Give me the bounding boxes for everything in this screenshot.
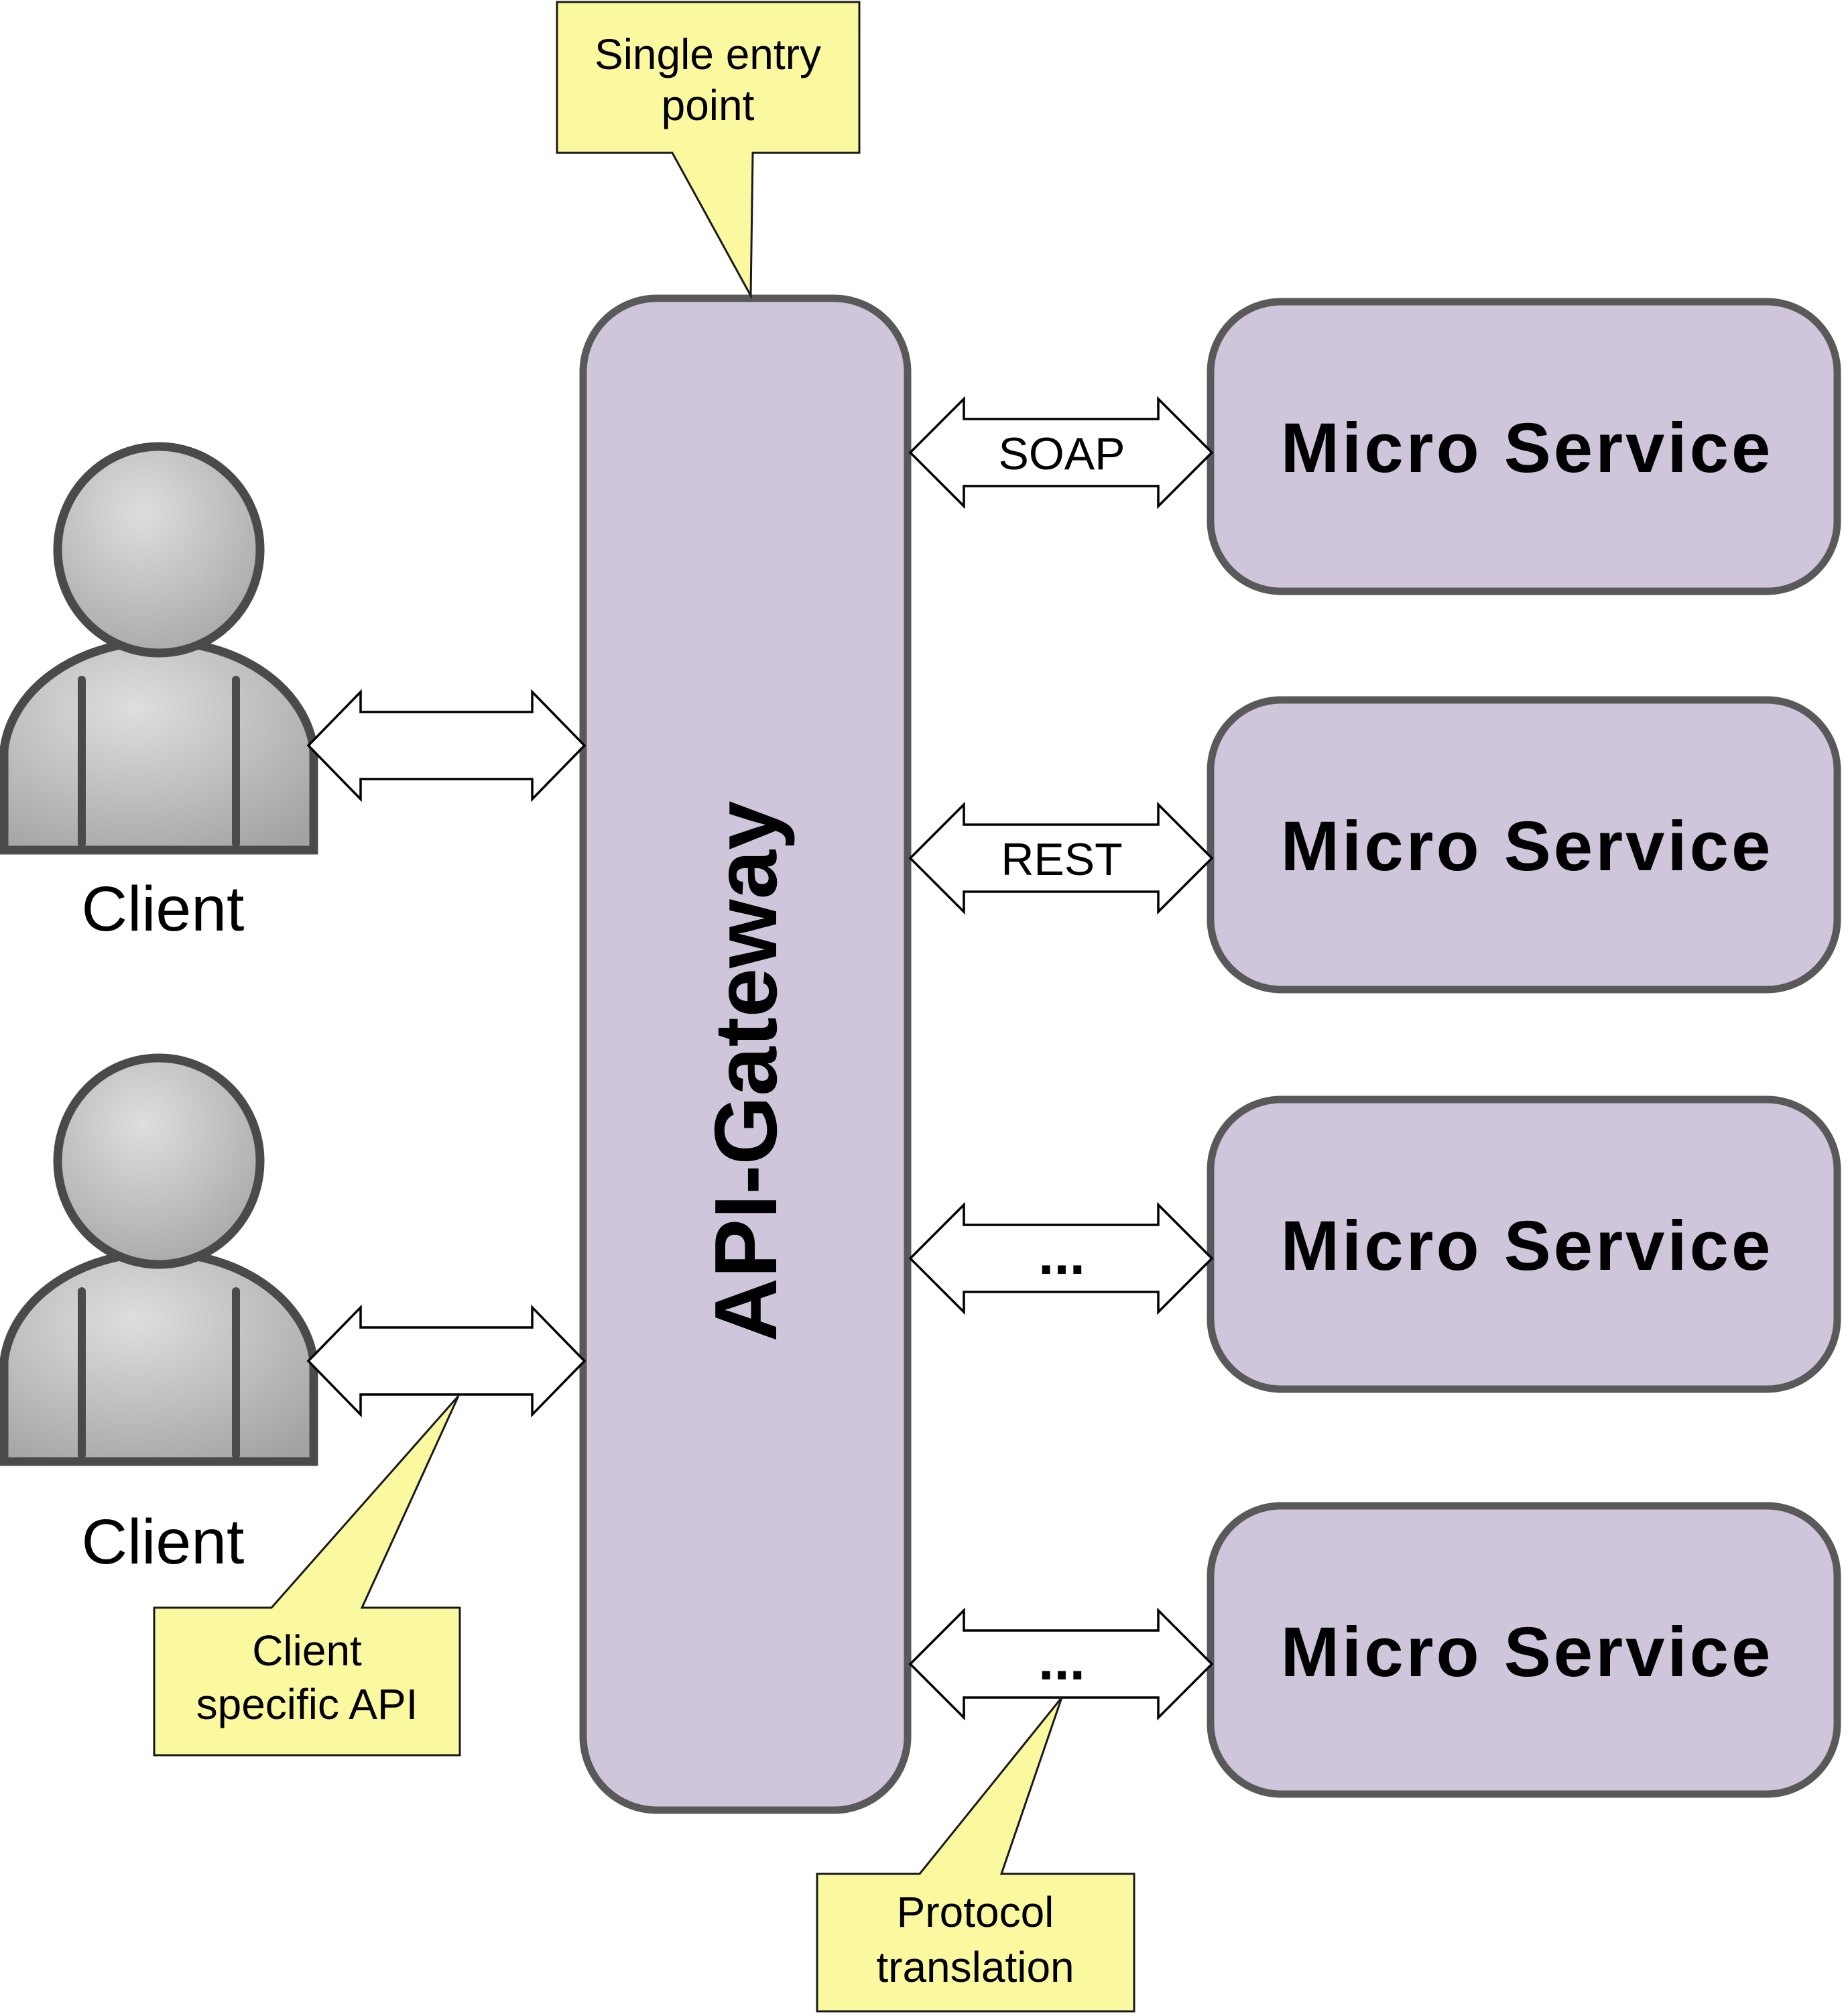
client-2-label: Client <box>82 1506 245 1578</box>
micro-service-node-3 <box>1207 1095 1841 1393</box>
gateway-service-1-arrow <box>908 396 1214 510</box>
client-1-gateway-arrow <box>306 689 587 803</box>
client-specific-api-callout <box>153 1395 461 1757</box>
micro-service-label-1: Micro Service <box>1281 409 1774 487</box>
protocol-translation-line2: translation <box>876 1943 1074 1991</box>
micro-service-label-3: Micro Service <box>1281 1207 1774 1285</box>
client-specific-api-line1: Client <box>252 1626 362 1675</box>
gateway-service-4-arrow <box>908 1607 1214 1721</box>
micro-service-label-4: Micro Service <box>1281 1613 1774 1692</box>
soap-arrow-label: SOAP <box>999 428 1125 479</box>
api-gateway-label: API-Gateway <box>696 801 795 1342</box>
api-gateway-node <box>579 294 912 1814</box>
client-1-person-icon <box>4 447 314 850</box>
single-entry-point-callout <box>556 1 861 300</box>
micro-service-label-2: Micro Service <box>1281 807 1774 886</box>
micro-service-node-1 <box>1207 298 1841 595</box>
dots-arrow-label-top: ... <box>1038 1223 1085 1286</box>
client-2-gateway-arrow <box>306 1304 587 1418</box>
client-1-label: Client <box>82 874 245 945</box>
micro-service-node-4 <box>1207 1502 1841 1798</box>
client-specific-api-line2: specific API <box>196 1680 418 1728</box>
client-2-person-icon <box>4 1058 314 1462</box>
single-entry-point-line2: point <box>662 81 755 129</box>
protocol-translation-callout <box>816 1697 1135 2013</box>
gateway-service-3-arrow <box>908 1201 1214 1315</box>
dots-arrow-label-bottom: ... <box>1038 1628 1085 1692</box>
rest-arrow-label: REST <box>1001 834 1122 885</box>
gateway-service-2-arrow <box>908 801 1214 915</box>
micro-service-node-2 <box>1207 696 1841 994</box>
protocol-translation-line1: Protocol <box>897 1888 1054 1936</box>
single-entry-point-line1: Single entry <box>595 30 821 78</box>
